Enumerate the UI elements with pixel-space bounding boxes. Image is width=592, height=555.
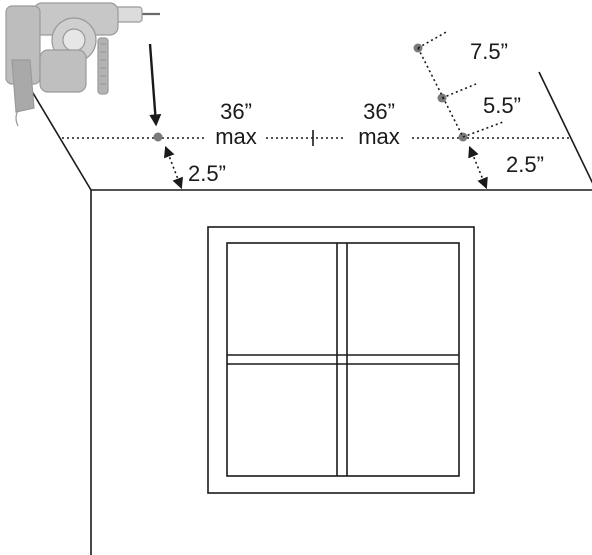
offset-arrow-left [163,145,184,190]
stack-guides [417,30,504,138]
offset-arrow-right [468,145,488,190]
window-inner-frame [226,242,460,477]
spacing-right-suffix: max [358,124,400,149]
window-outer-frame [207,226,475,494]
offset-left-label: 2.5” [188,161,226,186]
stack-lower-label: 5.5” [483,93,521,118]
spacing-left-value: 36” [220,99,252,124]
offset-right-label: 2.5” [506,152,544,177]
ceiling-right-edge [538,71,592,184]
hammer-drill-icon [5,2,160,127]
hole-left [153,132,163,142]
down-arrow-icon [148,43,162,127]
spacing-right-value: 36” [363,99,395,124]
stack-upper-label: 7.5” [470,39,508,64]
wall [26,71,592,555]
window [207,226,475,494]
ceiling-left-edge [26,82,92,191]
spacing-left-suffix: max [215,124,257,149]
hole-line [62,130,572,146]
